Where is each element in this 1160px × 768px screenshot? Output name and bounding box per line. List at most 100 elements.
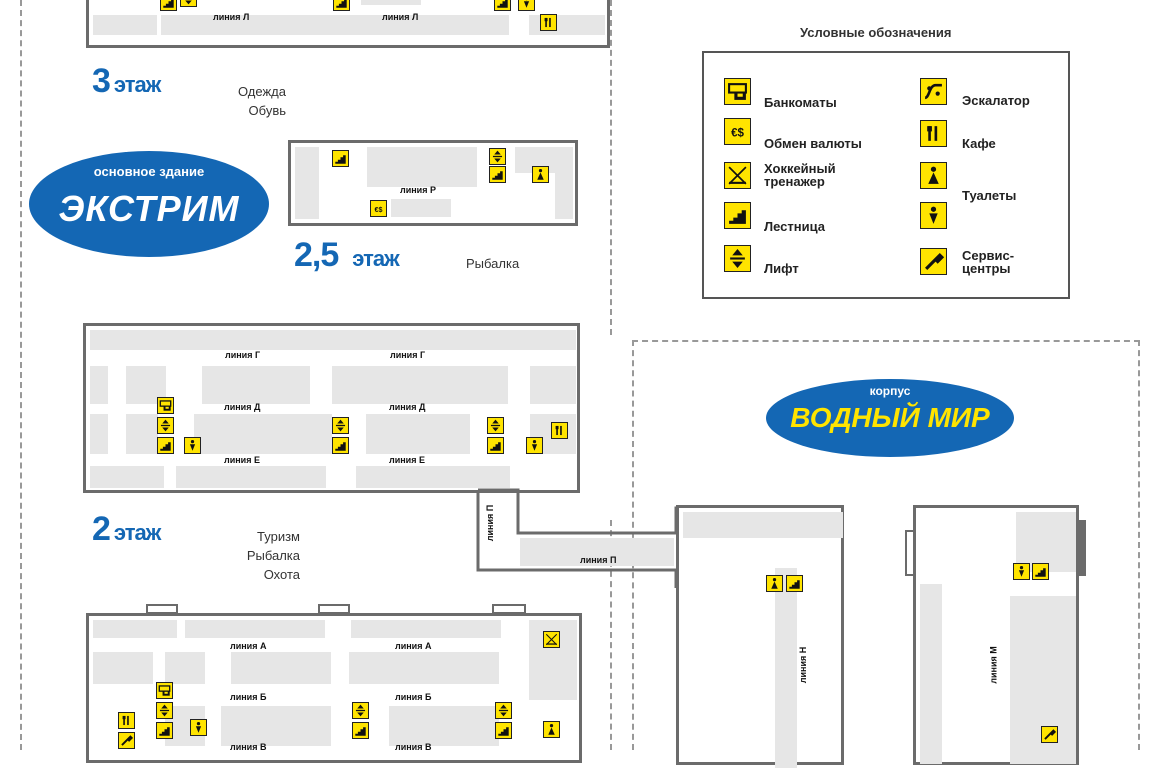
stairs-icon — [487, 437, 504, 454]
line-p-label-1: линия П — [580, 555, 617, 565]
legend-elevator-label: Лифт — [764, 261, 799, 276]
stairs-icon — [1032, 563, 1049, 580]
water-block-right-door — [905, 530, 915, 576]
toilet-down-icon — [920, 202, 947, 229]
toilet-down-icon — [526, 437, 543, 454]
toilet-down-icon — [518, 0, 535, 11]
hockey-trainer-icon — [543, 631, 560, 648]
stairs-icon — [160, 0, 177, 11]
legend-service-label: Сервис-центры — [962, 248, 1015, 276]
line-d-label-1: линия Д — [224, 402, 261, 412]
line-n-label: линия Н — [798, 646, 809, 684]
elevator-icon — [487, 417, 504, 434]
atm-icon — [157, 397, 174, 414]
elevator-icon — [352, 702, 369, 719]
water-building-top-border — [632, 340, 1140, 342]
line-b-label-1: линия Б — [230, 692, 267, 702]
water-block-right — [913, 505, 1079, 765]
toilet-down-icon — [184, 437, 201, 454]
stairs-icon — [156, 722, 173, 739]
line-g-label-1: линия Г — [225, 350, 261, 360]
line-a-label-1: линия А — [230, 641, 267, 651]
cafe-icon — [540, 14, 557, 31]
line-p-vertical-label: линия П — [485, 504, 496, 542]
stairs-icon — [157, 437, 174, 454]
water-block-left — [676, 505, 844, 768]
elevator-icon — [489, 148, 506, 165]
floor-1-entrance-3 — [492, 604, 526, 614]
legend-escalator-label: Эскалатор — [962, 93, 1030, 108]
water-building-right-border — [1138, 340, 1140, 750]
escalator-icon — [920, 78, 947, 105]
toilet-down-icon — [1013, 563, 1030, 580]
line-l-label-2: линия Л — [382, 12, 419, 22]
stairs-icon — [332, 437, 349, 454]
toilet-icon — [920, 162, 947, 189]
legend-atm-label: Банкоматы — [764, 95, 837, 110]
main-building-left-border — [20, 0, 22, 750]
toilet-icon — [532, 166, 549, 183]
atm-icon — [156, 682, 173, 699]
toilet-down-icon — [190, 719, 207, 736]
floor-1-entrance-1 — [146, 604, 178, 614]
elevator-icon — [156, 702, 173, 719]
elevator-icon — [332, 417, 349, 434]
floor-2-5-categories: Рыбалка — [466, 256, 520, 271]
stairs-icon — [352, 722, 369, 739]
stairs-icon — [489, 166, 506, 183]
elevator-icon — [495, 702, 512, 719]
stairs-icon — [495, 722, 512, 739]
floor-1-entrance-2 — [318, 604, 350, 614]
legend-currency-label: Обмен валюты — [764, 136, 862, 151]
line-r-label: линия Р — [400, 185, 436, 195]
legend-box — [702, 51, 1070, 299]
line-a-label-2: линия А — [395, 641, 432, 651]
legend-stairs-label: Лестница — [764, 219, 826, 234]
atm-icon — [724, 78, 751, 105]
elevator-icon — [180, 0, 197, 7]
water-block-right-wall — [1076, 520, 1086, 576]
line-e-label-2: линия Е — [389, 455, 425, 465]
legend-toilet-label: Туалеты — [962, 188, 1017, 203]
main-building-logo: основное здание ЭКСТРИМ — [28, 150, 270, 258]
toilet-icon — [543, 721, 560, 738]
hockey-trainer-icon — [724, 162, 751, 189]
line-d-label-2: линия Д — [389, 402, 426, 412]
cafe-icon — [551, 422, 568, 439]
line-m-label: линия М — [988, 646, 999, 684]
currency-exchange-icon — [370, 200, 387, 217]
stairs-icon — [724, 202, 751, 229]
service-center-icon — [920, 248, 947, 275]
line-v-label-1: линия В — [230, 742, 267, 752]
stairs-icon — [786, 575, 803, 592]
line-b-label-2: линия Б — [395, 692, 432, 702]
line-g-label-2: линия Г — [390, 350, 426, 360]
extreme-logo-text: ЭКСТРИМ — [58, 188, 240, 229]
service-center-icon — [118, 732, 135, 749]
cafe-icon — [920, 120, 947, 147]
stairs-icon — [494, 0, 511, 11]
legend-cafe-label: Кафе — [962, 136, 996, 151]
stairs-icon — [332, 150, 349, 167]
elevator-icon — [724, 245, 751, 272]
stairs-icon — [333, 0, 350, 11]
legend-title: Условные обозначения — [800, 25, 952, 40]
line-e-label-1: линия Е — [224, 455, 260, 465]
toilet-icon — [766, 575, 783, 592]
water-world-logo-text: ВОДНЫЙ МИР — [790, 402, 990, 433]
cafe-icon — [118, 712, 135, 729]
water-world-logo: корпус ВОДНЫЙ МИР — [765, 378, 1015, 458]
currency-exchange-icon — [724, 118, 751, 145]
main-building-right-border — [610, 0, 612, 335]
service-center-icon — [1041, 726, 1058, 743]
line-l-label-1: линия Л — [213, 12, 250, 22]
main-building-right-border-lower — [610, 520, 612, 750]
line-v-label-2: линия В — [395, 742, 432, 752]
elevator-icon — [157, 417, 174, 434]
